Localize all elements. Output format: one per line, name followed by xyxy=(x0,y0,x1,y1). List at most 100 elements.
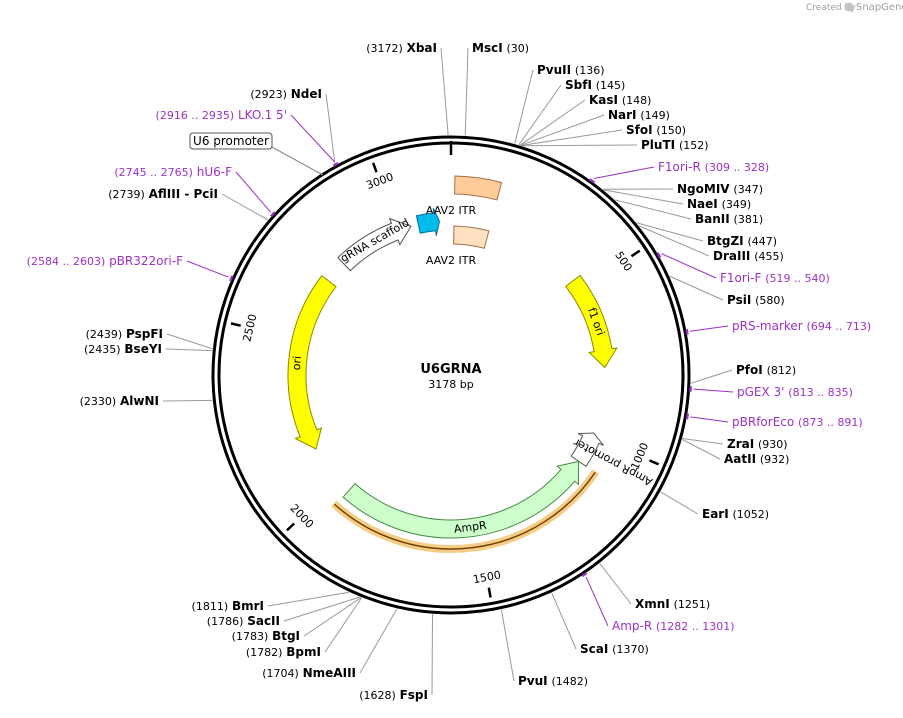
feature-grna-scaffold-4[interactable] xyxy=(337,217,412,272)
primer-hu6-f[interactable]: (2745 .. 2765) hU6-F xyxy=(114,165,276,218)
enzyme-fspi[interactable]: (1628) FspI xyxy=(359,614,434,702)
primer-prs-marker[interactable]: pRS-marker (694 .. 713) xyxy=(685,319,872,335)
tick-2000 xyxy=(286,522,296,532)
feature-f1-ori-0[interactable] xyxy=(565,274,618,369)
enzyme-position: (1704) xyxy=(262,667,299,680)
enzyme-leader xyxy=(267,591,350,607)
enzyme-bseyi[interactable]: (2435) BseYI xyxy=(84,342,213,356)
enzyme-name: ZraI xyxy=(727,437,754,451)
enzyme-leader xyxy=(162,399,213,402)
enzyme-label: DraIII (455) xyxy=(713,249,784,263)
enzyme-sbfi[interactable]: SbfI (145) xyxy=(518,78,625,146)
tick-label-1500: 1500 xyxy=(472,568,502,586)
primer-pgex-3[interactable]: pGEX 3' (813 .. 835) xyxy=(689,385,853,399)
feature-aav2-itr-6[interactable] xyxy=(454,175,503,201)
enzyme-pfoi[interactable]: PfoI (812) xyxy=(690,363,796,384)
tick-500 xyxy=(630,249,641,258)
enzyme-name: XbaI xyxy=(407,41,437,55)
enzyme-sfoi[interactable]: SfoI (150) xyxy=(521,123,686,146)
enzyme-btgzi[interactable]: BtgZI (447) xyxy=(636,222,778,248)
enzyme-ngomiv[interactable]: NgoMIV (347) xyxy=(603,182,763,196)
primer-name: pGEX 3' xyxy=(737,385,784,399)
enzyme-ndei[interactable]: (2923) NdeI xyxy=(250,87,336,165)
enzyme-draiii[interactable]: DraIII (455) xyxy=(638,225,784,263)
primer-sites[interactable]: F1ori-R (309 .. 328) F1ori-F (519 .. 540)… xyxy=(27,108,871,633)
enzyme-xmni[interactable]: XmnI (1251) xyxy=(599,563,710,611)
enzyme-afliii-pcii[interactable]: (2739) AflIII - PciI xyxy=(108,187,269,221)
feature-aav2-itr-7[interactable] xyxy=(453,225,490,249)
enzyme-btgi[interactable]: (1783) BtgI xyxy=(232,597,362,643)
enzyme-psii[interactable]: PsiI (580) xyxy=(669,275,785,307)
primer-f1ori-r[interactable]: F1ori-R (309 .. 328) xyxy=(589,160,769,184)
u6-promoter-label[interactable]: U6 promoter xyxy=(189,132,324,176)
primer-name: pBR322ori-F xyxy=(109,254,183,268)
feature-label-ampr-2: AmpR xyxy=(453,519,488,536)
enzyme-name: BseYI xyxy=(124,342,162,356)
enzyme-name: NaeI xyxy=(687,197,718,211)
enzyme-leader xyxy=(514,69,534,144)
primer-pbrforeco[interactable]: pBRforEco (873 .. 891) xyxy=(685,413,863,429)
primer-label: (2584 .. 2603) pBR322ori-F xyxy=(27,254,183,268)
primer-pbr322ori-f[interactable]: (2584 .. 2603) pBR322ori-F xyxy=(27,254,234,282)
enzyme-pspfi[interactable]: (2439) PspFI xyxy=(86,327,213,350)
enzyme-position: (932) xyxy=(760,453,790,466)
enzyme-pvuii[interactable]: PvuII (136) xyxy=(514,63,605,144)
feature-ori-3[interactable] xyxy=(287,274,337,450)
enzyme-sacii[interactable]: (1786) SacII xyxy=(207,596,361,628)
enzyme-label: SfoI (150) xyxy=(626,123,686,137)
primer-range: (2584 .. 2603) xyxy=(27,255,106,268)
enzyme-leader xyxy=(682,438,724,445)
enzyme-position: (2739) xyxy=(108,188,145,201)
enzyme-position: (149) xyxy=(640,109,670,122)
primer-mark xyxy=(581,571,588,578)
enzyme-position: (2435) xyxy=(84,343,121,356)
backbone xyxy=(211,135,691,615)
tick-1000 xyxy=(648,459,660,466)
enzyme-name: SbfI xyxy=(565,78,592,92)
enzyme-nmeaiii[interactable]: (1704) NmeAIII xyxy=(262,608,398,680)
enzyme-position: (447) xyxy=(747,235,777,248)
primer-f1ori-f[interactable]: F1ori-F (519 .. 540) xyxy=(656,252,830,285)
primer-lko-1-5[interactable]: (2916 .. 2935) LKO.1 5' xyxy=(156,108,339,167)
feature-feature-5[interactable] xyxy=(415,207,440,236)
enzyme-position: (930) xyxy=(758,438,788,451)
enzyme-pluti[interactable]: PluTI (152) xyxy=(522,138,709,152)
enzyme-alwni[interactable]: (2330) AlwNI xyxy=(80,394,213,408)
enzyme-eari[interactable]: EarI (1052) xyxy=(660,491,770,521)
enzyme-msci[interactable]: MscI (30) xyxy=(464,41,529,136)
feature-ampr-2[interactable] xyxy=(342,460,579,539)
enzyme-leader xyxy=(166,333,213,350)
enzyme-banii[interactable]: BanII (381) xyxy=(615,199,763,226)
enzyme-bmri[interactable]: (1811) BmrI xyxy=(192,591,350,613)
primer-leader xyxy=(693,388,734,393)
primer-name: F1ori-R xyxy=(658,160,701,174)
enzyme-label: KasI (148) xyxy=(589,93,651,107)
enzyme-naei[interactable]: NaeI (349) xyxy=(603,189,751,211)
enzyme-label: (1811) BmrI xyxy=(192,599,264,613)
enzyme-aatii[interactable]: AatII (932) xyxy=(681,438,790,466)
primer-amp-r[interactable]: Amp-R (1282 .. 1301) xyxy=(581,571,735,633)
enzyme-zrai[interactable]: ZraI (930) xyxy=(682,437,788,451)
feature-ampr-promoter-1[interactable] xyxy=(570,432,604,467)
enzyme-pvui[interactable]: PvuI (1482) xyxy=(500,609,588,688)
enzyme-name: BpmI xyxy=(286,645,321,659)
enzyme-name: SfoI xyxy=(626,123,653,137)
enzyme-leader xyxy=(669,275,724,301)
enzyme-nari[interactable]: NarI (149) xyxy=(520,108,670,146)
enzyme-xbai[interactable]: (3172) XbaI xyxy=(366,41,449,136)
feature-label-aav2-itr-6: AAV2 ITR xyxy=(426,204,477,217)
enzyme-label: (2439) PspFI xyxy=(86,327,163,341)
u6-promoter-leader xyxy=(269,145,324,176)
enzyme-kasi[interactable]: KasI (148) xyxy=(519,93,651,146)
enzyme-position: (1783) xyxy=(232,630,269,643)
primer-leader xyxy=(661,253,717,279)
restriction-sites[interactable]: (3172) XbaI MscI (30)PvuII (136)SbfI (145… xyxy=(80,41,797,702)
enzyme-name: AatII xyxy=(724,452,756,466)
primer-mark xyxy=(229,275,234,282)
enzyme-label: (1783) BtgI xyxy=(232,629,300,643)
enzyme-scai[interactable]: ScaI (1370) xyxy=(551,592,649,656)
enzyme-bpmi[interactable]: (1782) BpmI xyxy=(246,597,363,659)
enzyme-label: (3172) XbaI xyxy=(366,41,437,55)
plasmid-name: U6GRNA xyxy=(420,362,481,377)
